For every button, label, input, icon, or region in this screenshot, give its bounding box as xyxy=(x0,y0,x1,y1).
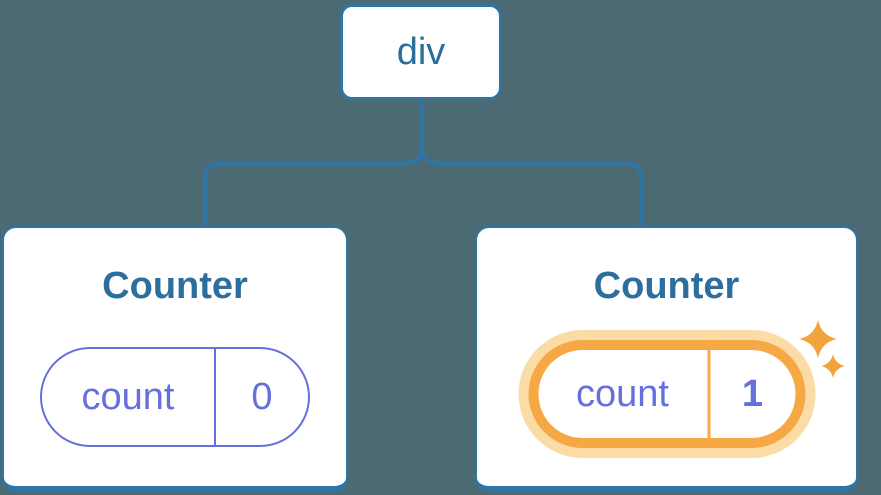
counter-title: Counter xyxy=(593,264,740,307)
counter-title: Counter xyxy=(102,264,248,307)
sparkle-large xyxy=(799,320,837,358)
counter-card-left: Counter count 0 xyxy=(2,226,348,492)
root-node-div: div xyxy=(340,4,502,100)
connector-right-branch xyxy=(420,100,643,228)
counter-card-right: Counter count 1 xyxy=(475,226,858,492)
state-name-label: count xyxy=(538,350,710,438)
state-pill: count 0 xyxy=(40,347,310,447)
connector-left-branch xyxy=(203,100,424,228)
root-node-label: div xyxy=(396,30,446,73)
state-pill-highlighted: count 1 xyxy=(528,340,805,448)
sparkle-icon xyxy=(799,320,845,378)
state-value: 1 xyxy=(741,372,764,415)
sparkle-small xyxy=(821,354,845,378)
state-value: 0 xyxy=(251,375,273,418)
state-name-label: count xyxy=(42,349,216,445)
